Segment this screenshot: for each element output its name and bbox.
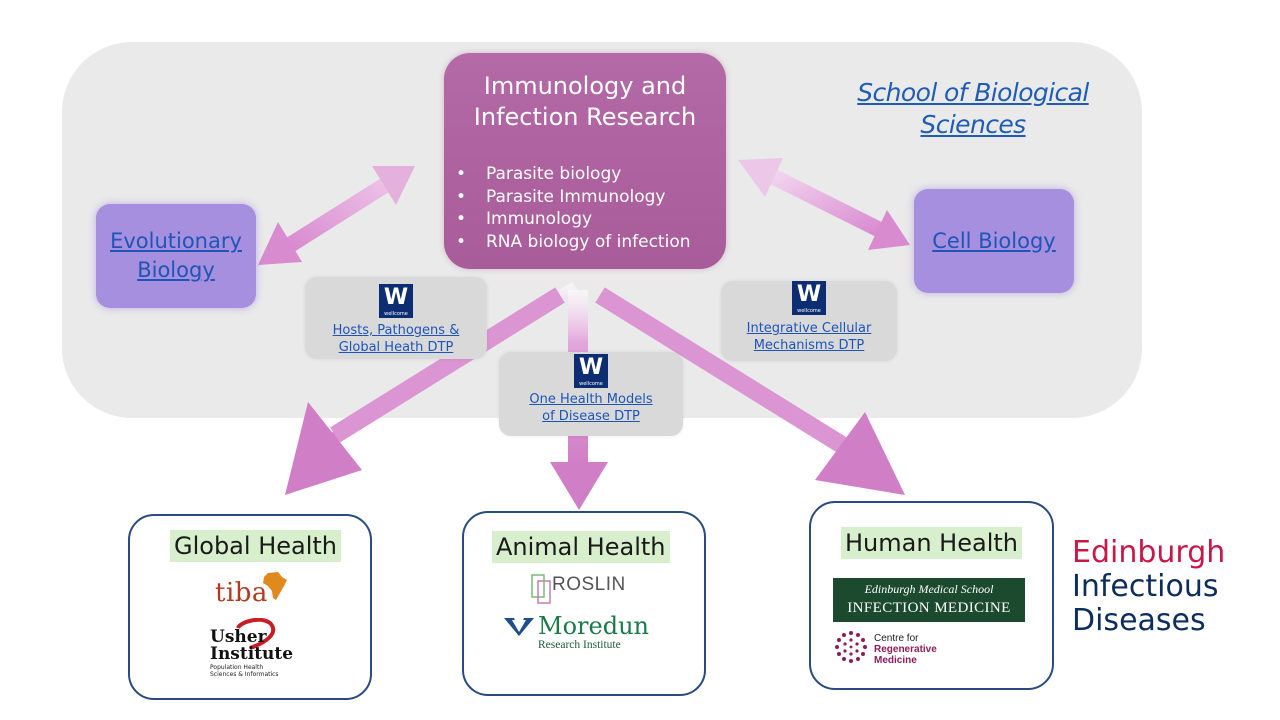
dtp-one-health: W wellcome One Health Models of Disease … (499, 352, 683, 436)
dtp-line2: of Disease DTP (542, 409, 640, 424)
topic-item: RNA biology of infection (456, 231, 691, 254)
wellcome-logo: W wellcome (792, 281, 826, 315)
human-health-box: Human Health Edinburgh Medical School IN… (809, 501, 1054, 690)
roslin-logo-text: ROSLIN (552, 574, 626, 595)
school-title-line1: School of Biological (857, 78, 1089, 107)
wellcome-letter: W (383, 285, 409, 310)
crm-line3: Medicine (874, 655, 917, 666)
usher-line2: Institute (210, 644, 294, 664)
wellcome-word: wellcome (379, 311, 413, 318)
dtp-line1: One Health Models (529, 392, 653, 407)
usher-swoosh-icon (236, 618, 276, 650)
wellcome-word: wellcome (792, 308, 826, 315)
wellcome-letter: W (796, 282, 822, 307)
cell-biology-link[interactable]: Cell Biology (932, 228, 1056, 253)
eid-line1: Edinburgh (1072, 535, 1226, 570)
dtp-line1: Integrative Cellular (746, 321, 872, 336)
central-title-line1: Immunology and (483, 72, 687, 100)
crm-dots-icon (835, 631, 867, 663)
crm-line1: Centre for (874, 633, 919, 644)
wellcome-logo: W wellcome (379, 284, 413, 318)
evolutionary-line1: Evolutionary (110, 229, 242, 253)
crm-logo-text: Centre for Regenerative Medicine (874, 633, 937, 666)
dtp-line2: Global Heath DTP (338, 340, 454, 355)
topic-item: Parasite Immunology (456, 186, 691, 209)
human-health-label: Human Health (841, 527, 1022, 559)
evolutionary-line2: Biology (137, 258, 215, 282)
school-title-link[interactable]: School of Biological Sciences (838, 77, 1108, 141)
dtp-line2: Mechanisms DTP (753, 338, 865, 353)
usher-subtitle: Population Health Sciences & Informatics (210, 664, 279, 678)
central-research-box: Immunology and Infection Research Parasi… (444, 53, 726, 269)
dtp-integrative-cellular: W wellcome Integrative Cellular Mechanis… (721, 281, 897, 361)
animal-health-box: Animal Health ROSLIN Moredun Research In… (462, 511, 706, 696)
topic-item: Parasite biology (456, 163, 691, 186)
eid-line2: Infectious (1072, 569, 1219, 604)
infection-medicine-logo: Edinburgh Medical School INFECTION MEDIC… (833, 578, 1025, 622)
dtp-hosts-pathogens-link[interactable]: Hosts, Pathogens & Global Heath DTP (305, 322, 487, 356)
usher-line1: Usher (210, 627, 267, 647)
central-title: Immunology and Infection Research (444, 71, 726, 133)
dtp-line1: Hosts, Pathogens & (332, 323, 460, 338)
wellcome-word: wellcome (574, 381, 608, 388)
research-topics-list: Parasite biology Parasite Immunology Imm… (456, 163, 691, 253)
africa-icon (263, 572, 287, 600)
animal-health-label: Animal Health (492, 531, 670, 563)
evolutionary-biology-box[interactable]: Evolutionary Biology (96, 204, 256, 308)
ems-line1: Edinburgh Medical School (864, 582, 994, 596)
moredun-logo-text: Moredun (538, 612, 649, 640)
tiba-logo-text: tiba (215, 578, 268, 608)
moredun-subtitle: Research Institute (538, 639, 621, 651)
central-title-line2: Infection Research (473, 103, 697, 131)
usher-sub1: Population Health (210, 664, 264, 671)
topic-item: Immunology (456, 208, 691, 231)
dtp-one-health-link[interactable]: One Health Models of Disease DTP (499, 391, 683, 425)
usher-sub2: Sciences & Informatics (210, 671, 279, 678)
evolutionary-biology-link[interactable]: Evolutionary Biology (110, 227, 242, 285)
ems-line2: INFECTION MEDICINE (847, 600, 1011, 616)
cell-biology-box[interactable]: Cell Biology (914, 189, 1074, 293)
global-health-label: Global Health (170, 530, 341, 562)
moredun-mark-icon (504, 618, 534, 636)
dtp-hosts-pathogens: W wellcome Hosts, Pathogens & Global Hea… (305, 277, 487, 359)
usher-logo-text: Usher Institute (210, 629, 293, 663)
dtp-integrative-cellular-link[interactable]: Integrative Cellular Mechanisms DTP (721, 320, 897, 354)
wellcome-letter: W (578, 355, 604, 380)
school-title-line2: Sciences (920, 110, 1026, 139)
crm-line2: Regenerative (874, 644, 937, 655)
roslin-mark-icon (531, 574, 551, 604)
wellcome-logo: W wellcome (574, 354, 608, 388)
eid-logo: Edinburgh Infectious Diseases (1072, 536, 1272, 638)
global-health-box: Global Health tiba Usher Institute Popul… (128, 514, 372, 700)
eid-line3: Diseases (1072, 603, 1206, 638)
